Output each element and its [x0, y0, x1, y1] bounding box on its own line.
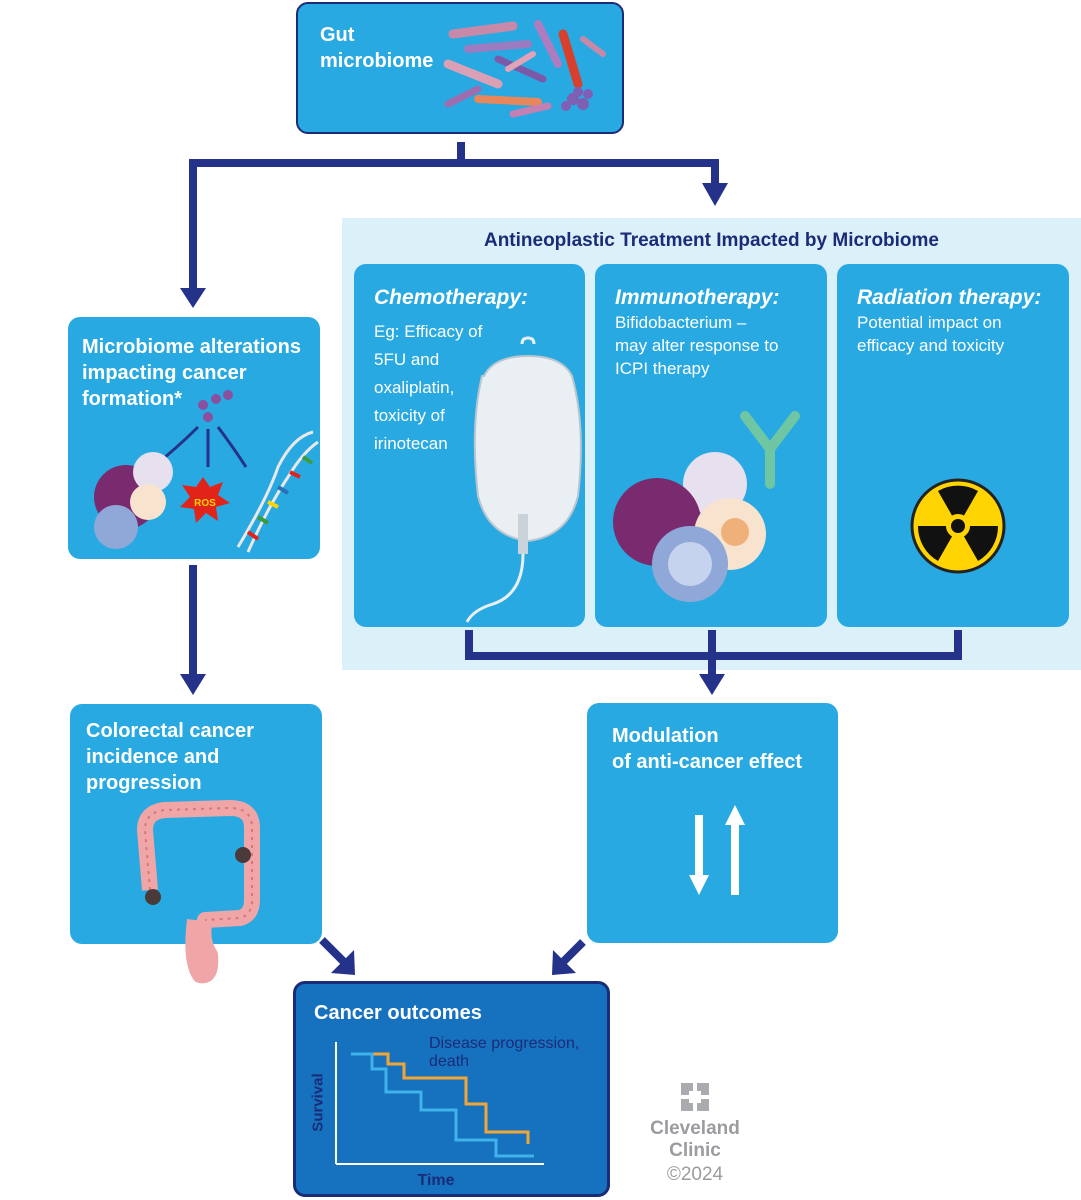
survival-curve-chart [335, 1042, 544, 1165]
colorectal-cancer-title: Colorectal cancer incidence and progress… [86, 720, 254, 794]
copyright-text: ©2024 [666, 1164, 724, 1185]
radiation-text: Potential impact on efficacy and toxicit… [857, 313, 1005, 355]
colorectal-cancer-box: Colorectal cancer incidence and progress… [70, 704, 322, 944]
microbiome-alterations-title: Microbiome alterations impacting cancer … [82, 336, 301, 410]
microbiome-alterations-box: Microbiome alterations impacting cancer … [68, 317, 320, 559]
chemotherapy-text: Eg: Efficacy of 5FU and oxaliplatin, tox… [374, 322, 483, 453]
chemotherapy-title: Chemotherapy: [374, 286, 529, 309]
modulation-box: Modulation of anti-cancer effect [587, 703, 838, 943]
immunotherapy-card: Immunotherapy: Bifidobacterium – may alt… [595, 264, 827, 627]
radiation-icon [910, 478, 1006, 574]
time-axis-label: Time [417, 1172, 455, 1189]
iv-bag-icon [465, 336, 582, 623]
alterations-illustration: ROS [94, 390, 319, 553]
immunotherapy-text: Bifidobacterium – may alter response to … [615, 313, 779, 378]
ros-label: ROS [194, 498, 216, 509]
radiation-title: Radiation therapy: [857, 286, 1042, 309]
gut-microbiome-box: Gut microbiome [296, 2, 624, 134]
treatment-panel-title: Antineoplastic Treatment Impacted by Mic… [483, 230, 940, 251]
immune-cells-illustration [613, 411, 800, 602]
bacteria-illustration [443, 20, 606, 118]
modulation-title: Modulation of anti-cancer effect [612, 725, 803, 773]
cancer-outcomes-box: Cancer outcomes Disease progression, dea… [293, 981, 610, 1197]
radiation-card: Radiation therapy: Potential impact on e… [837, 264, 1069, 627]
up-down-arrows-icon [689, 805, 745, 895]
cleveland-clinic-name: Cleveland Clinic [650, 1118, 740, 1161]
disease-progression-annotation: Disease progression, death [429, 1035, 580, 1070]
immunotherapy-title: Immunotherapy: [615, 286, 780, 309]
gut-microbiome-title: Gut microbiome [320, 24, 434, 72]
cancer-outcomes-title: Cancer outcomes [314, 1002, 482, 1024]
chemotherapy-card: Chemotherapy: Eg: Efficacy of 5FU and ox… [354, 264, 585, 627]
